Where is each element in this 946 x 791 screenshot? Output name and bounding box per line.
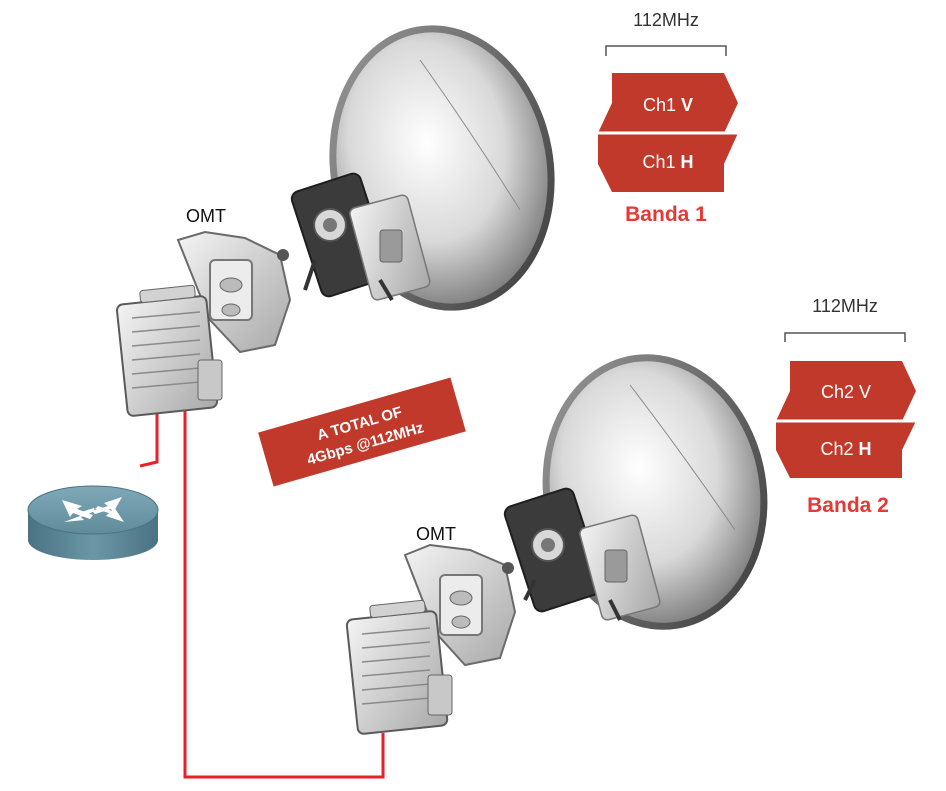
band-2-channel-v-shape <box>776 361 916 421</box>
band-2-bandwidth: 112MHz <box>812 296 878 316</box>
band-1-channel-h-label: Ch1 H <box>642 152 693 172</box>
total-capacity-banner: A TOTAL OF 4Gbps @112MHz <box>258 377 466 487</box>
omt-label-top: OMT <box>186 206 226 226</box>
band-2-ch-h-pol: H <box>859 439 872 459</box>
odu-radio-icon <box>115 284 223 417</box>
band-2-bracket <box>784 332 906 342</box>
omt-label-bottom: OMT <box>416 524 456 544</box>
cable-lines <box>139 410 385 779</box>
band-1-ch-h-pol: H <box>681 152 694 172</box>
band-2-panel: 112MHz Ch2 V Ch2 H Banda 2 <box>776 296 916 517</box>
band-1-ch-v-prefix: Ch1 <box>643 95 676 115</box>
dish-antenna-bottom <box>345 354 768 735</box>
band-2-channel-h-label: Ch2 H <box>820 439 871 459</box>
band-2-ch-v-pol: V <box>859 382 871 402</box>
band-2-channel-v-label: Ch2 V <box>821 382 871 402</box>
band-1-bandwidth: 112MHz <box>633 10 699 30</box>
band-2-ch-h-prefix: Ch2 <box>820 439 853 459</box>
router-icon <box>27 485 159 560</box>
band-1-channel-v-label: Ch1 V <box>643 95 693 115</box>
dish-mount-bracket <box>503 487 661 621</box>
band-1-bracket <box>605 45 727 56</box>
dish-mount-bracket <box>290 172 431 302</box>
band-1-panel: 112MHz Ch1 V Ch1 H Banda 1 <box>598 10 738 226</box>
odu-radio-icon <box>345 599 453 735</box>
omt-icon <box>403 543 517 667</box>
band-1-channel-v-shape <box>598 73 738 133</box>
band-1-ch-v-pol: V <box>681 95 693 115</box>
band-1-name: Banda 1 <box>625 203 707 226</box>
band-2-channel-h-shape <box>776 421 916 478</box>
band-2-ch-v-prefix: Ch2 <box>821 382 854 402</box>
omt-icon <box>176 230 292 354</box>
band-2-name: Banda 2 <box>807 494 889 517</box>
band-1-ch-h-prefix: Ch1 <box>642 152 675 172</box>
band-1-channel-h-shape <box>598 133 738 192</box>
dish-antenna-top <box>115 25 555 417</box>
